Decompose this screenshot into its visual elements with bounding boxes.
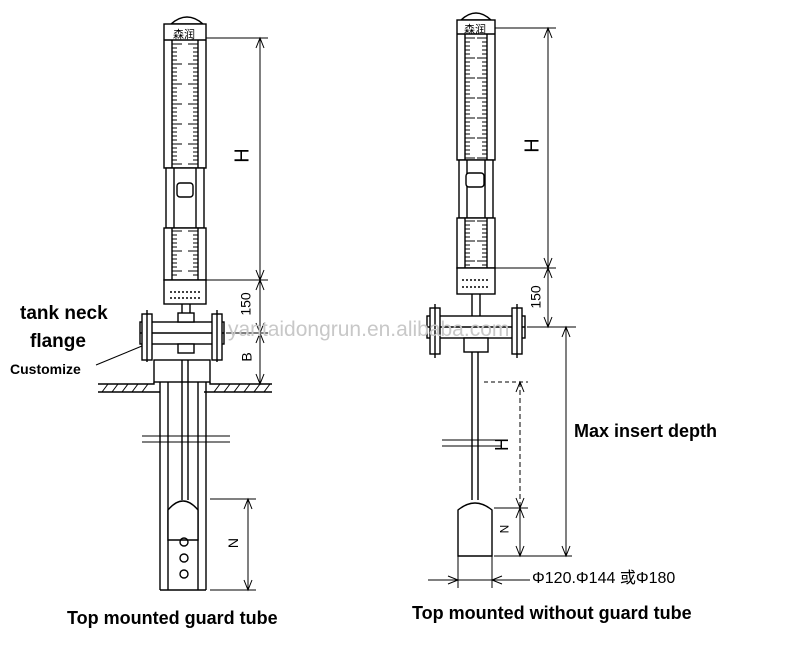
right-rod-float [442,352,502,557]
right-gauge-brand: 森润 [464,24,486,36]
left-tank-neck [98,359,272,393]
right-caption: Top mounted without guard tube [412,603,692,623]
left-gauge-brand: 森润 [173,29,195,41]
left-dim-150-label: 150 [237,292,254,316]
left-dim-n-label: N [225,537,242,549]
flange-label: flange [30,331,86,352]
right-gauge [456,12,496,316]
right-dimension-lines [428,26,576,588]
left-caption: Top mounted guard tube [67,608,278,628]
watermark: yantaidongrun.en.alibaba.com [228,318,510,341]
right-dim-h-label: H [521,138,544,153]
right-dim-n-label: N [497,524,512,534]
customize-label: Customize [10,361,81,377]
diameter-label: Φ120.Φ144 或Φ180 [532,570,676,587]
left-dimension-lines [95,36,268,592]
tank-neck-label: tank neck [20,303,108,324]
max-insert-depth-label: Max insert depth [574,421,718,441]
right-dim-150-label: 150 [527,285,544,309]
left-flange [139,310,225,362]
left-dim-b-label: B [238,352,255,362]
left-dim-h-label: H [231,148,254,163]
left-gauge [163,16,207,330]
left-guard-tube [142,360,230,591]
right-float-h-label: H [492,438,512,451]
right-flange [426,304,526,358]
